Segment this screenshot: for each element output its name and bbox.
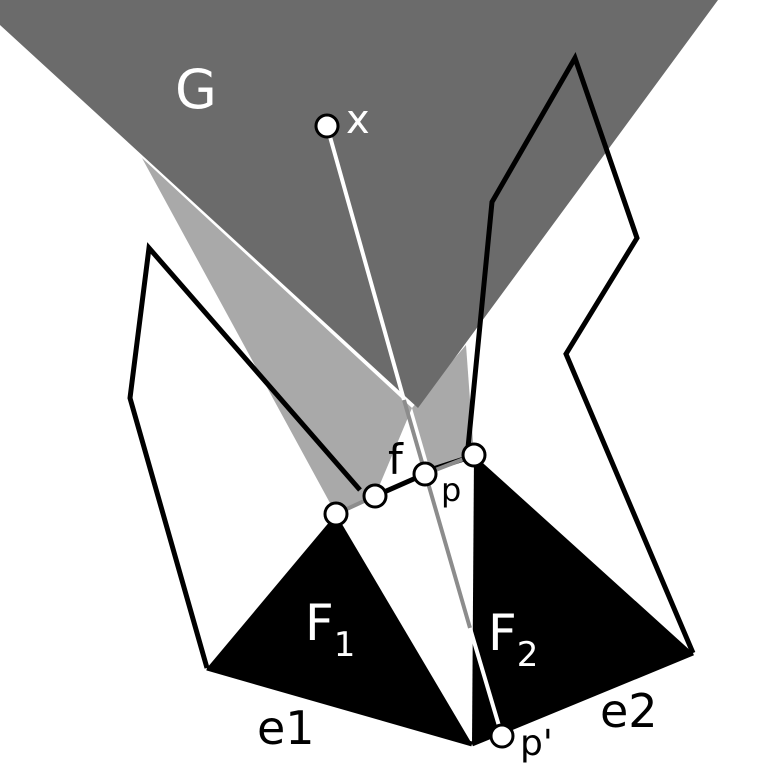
label-x: x — [346, 97, 370, 143]
label-f2-main: F — [488, 604, 517, 662]
label-f2-sub: 2 — [517, 635, 539, 675]
sight-line-lower — [468, 627, 504, 737]
point-p-prime — [489, 723, 515, 749]
label-e2: e2 — [600, 684, 658, 738]
label-p-prime: p' — [520, 723, 553, 764]
label-e1: e1 — [257, 701, 315, 755]
label-f1-main: F — [305, 594, 334, 652]
polygon-outline-left — [127, 242, 362, 669]
point-p — [412, 461, 438, 487]
projection-cone-left — [142, 158, 412, 514]
label-f: f — [388, 435, 404, 484]
point-f-left-end — [323, 501, 349, 527]
point-f-right-end — [461, 442, 487, 468]
point-f-start — [362, 483, 388, 509]
label-g: G — [175, 58, 217, 121]
sight-line-visible — [325, 125, 406, 401]
projection-cone-right — [412, 345, 474, 470]
region-g — [0, 0, 718, 408]
label-p: p — [441, 471, 461, 509]
sight-line-hidden — [402, 399, 472, 629]
face-f2 — [472, 455, 693, 744]
point-x — [314, 113, 340, 139]
edge-e1 — [206, 665, 473, 747]
label-f2: F2 — [488, 604, 538, 675]
label-f1: F1 — [305, 594, 355, 665]
label-f1-sub: 1 — [334, 625, 356, 665]
